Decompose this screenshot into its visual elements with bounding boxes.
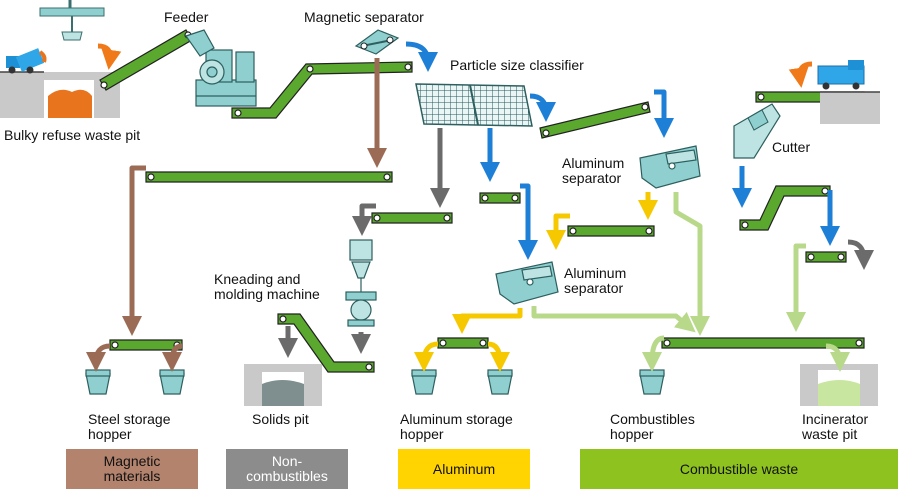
category-combustible-waste: Combustible waste: [580, 449, 898, 489]
conveyor-belts: [99, 29, 865, 373]
solids-pit-label: Solids pit: [252, 411, 309, 427]
solids-pit: [244, 364, 322, 406]
steel-storage-hopper-label: Steel storage hopper: [88, 411, 171, 442]
incinerator-waste-pit: [800, 364, 878, 406]
cutter-machine: [733, 60, 880, 159]
orange-arrow: [97, 43, 122, 70]
aluminum-storage-hopper-label: Aluminum storage hopper: [400, 411, 513, 442]
flow-arrows: [86, 58, 874, 372]
aluminum-separator-label-1: Aluminum separator: [562, 155, 625, 186]
magnetic-separator-label: Magnetic separator: [304, 9, 424, 25]
bulky-refuse-waste-pit-label: Bulky refuse waste pit: [4, 127, 141, 143]
kneading-molding-machine: [345, 239, 377, 327]
category-non-combustibles: Non- combustibles: [226, 449, 348, 489]
dump-truck-icon: [6, 48, 47, 74]
hoppers: [85, 369, 665, 395]
magnetic-separator-machine: [354, 29, 438, 72]
aluminum-separator-machine-2: [495, 261, 559, 305]
aluminum-separator-machine-1: [639, 145, 701, 189]
feeder-machine: [185, 29, 257, 107]
cutter-label: Cutter: [772, 139, 811, 155]
feeder-label: Feeder: [164, 9, 209, 25]
crane-grab-icon: [39, 0, 105, 41]
combustibles-hopper-label: Combustibles hopper: [610, 411, 695, 442]
kneading-machine-label: Kneading and molding machine: [214, 271, 320, 302]
category-magnetic-materials: Magnetic materials: [66, 449, 198, 489]
incinerator-waste-pit-label: Incinerator waste pit: [802, 411, 869, 442]
category-aluminum: Aluminum: [398, 449, 530, 489]
particle-size-classifier-label: Particle size classifier: [450, 57, 584, 73]
aluminum-separator-label-2: Aluminum separator: [564, 265, 627, 296]
particle-size-classifier-machine: [415, 83, 556, 127]
